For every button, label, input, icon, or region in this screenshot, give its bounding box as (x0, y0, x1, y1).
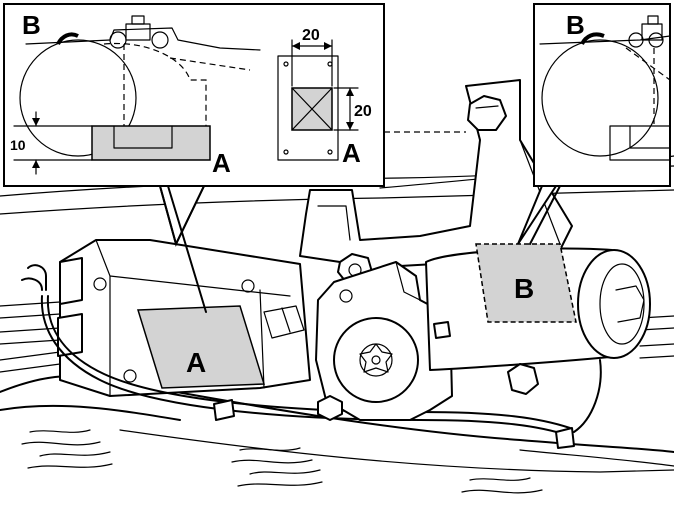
detail-inset-main: 10 B A 20 20 A (3, 3, 385, 187)
callout-left (158, 185, 207, 313)
inset-left-a-label: A (212, 148, 231, 178)
bracket-bolt-top (467, 95, 507, 131)
pad-a: A (136, 305, 266, 389)
pad-b: B (475, 243, 577, 323)
floor-hatching (21, 429, 543, 494)
inset-center-detail: 20 20 A (277, 27, 372, 168)
inset-right-b-label: B (566, 10, 585, 40)
inset-center-width-label: 20 (302, 27, 320, 44)
gear-housing (315, 261, 453, 421)
electric-motor (425, 247, 651, 395)
inset-left-b-label: B (22, 10, 41, 40)
inset-center-height-label: 20 (354, 103, 372, 120)
inset-center-a-label: A (342, 138, 361, 168)
pad-a-label: A (186, 347, 206, 378)
inset-left-detail: 10 B A (10, 10, 261, 178)
inset-left-dim-label: 10 (10, 137, 26, 153)
pad-b-label: B (514, 273, 534, 304)
wiring-connector (21, 264, 602, 449)
detail-inset-right: B (533, 3, 671, 187)
